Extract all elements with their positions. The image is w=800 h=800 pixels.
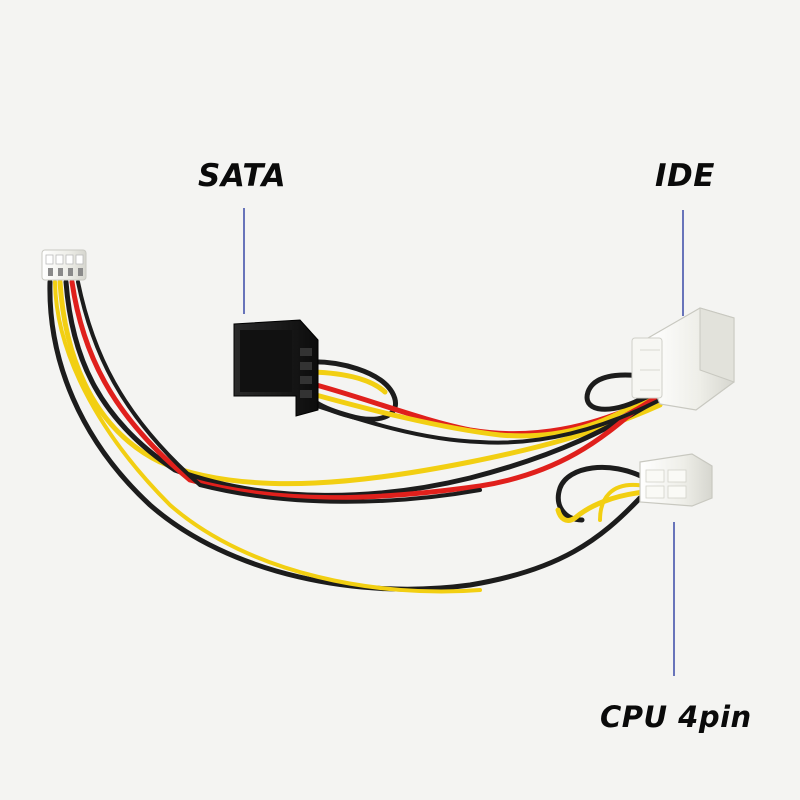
cpu-connector (639, 453, 713, 507)
jst-connector (41, 249, 87, 281)
ide-connector (631, 307, 735, 411)
wire-bundle-cpu (555, 464, 648, 523)
sata-connector (233, 319, 319, 417)
cpu-4pin-label: CPU 4pin (600, 700, 752, 734)
sata-label: SATA (198, 158, 287, 194)
wire-bundle-outer (47, 279, 663, 594)
wire-bundle-sata (302, 359, 663, 445)
ide-label: IDE (655, 158, 715, 194)
